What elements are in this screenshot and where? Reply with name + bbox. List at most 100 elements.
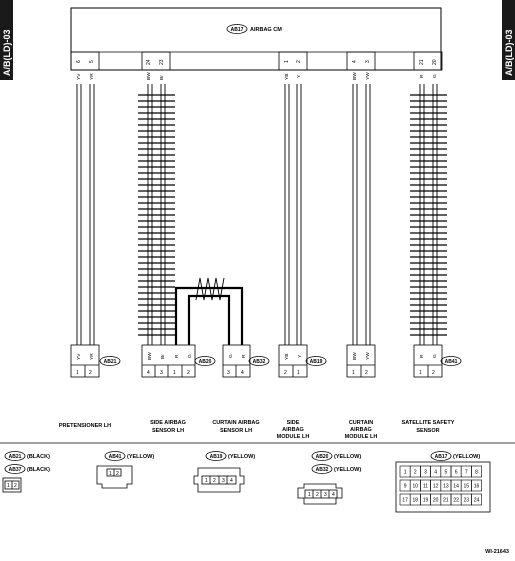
cm-pin-wire: G: [432, 74, 438, 78]
cm-name: AIRBAG CM: [250, 27, 282, 33]
conn-ref: AB17: [435, 454, 448, 460]
cm-pin-wire: BW: [352, 72, 358, 80]
cm-pin-num: 1: [284, 60, 290, 63]
connector-legend: [2, 451, 491, 513]
conn-pin: 3: [222, 478, 225, 484]
side-module-name-3: MODULE LH: [277, 434, 310, 440]
satellite-name-1: SATELLITE SAFETY: [402, 420, 455, 426]
side-sensor-name-2: SENSOR LH: [152, 428, 184, 434]
comp-wire: Y: [297, 354, 303, 358]
comp-ref: AB21: [104, 359, 117, 365]
side-module-name-1: SIDE: [287, 420, 300, 426]
comp-ref: AB19: [310, 359, 323, 365]
cm-pin-num: 4: [352, 60, 358, 63]
cm-pin-wire: R: [419, 74, 425, 78]
curtain-sensor-name-2: SENSOR LH: [220, 428, 252, 434]
pretensioner-name: PRETENSIONER LH: [59, 423, 111, 429]
airbag-cm-unit: AB17 AIRBAG CM: [70, 7, 442, 71]
ab17-pin-num: 3: [424, 470, 427, 476]
ab17-pin-cell: [471, 465, 482, 478]
cm-pin-num: 5: [89, 60, 95, 63]
ab17-pin-num: 16: [474, 484, 480, 490]
conn-pin: 3: [324, 492, 327, 498]
cm-pin-labels: 6 YV 5 YR 24 BW 23 Br 1 YB 2 Y 4 BW 3 YW…: [76, 59, 438, 80]
conn-ref: AB37: [9, 467, 22, 473]
ab17-pin-cell: [471, 493, 482, 506]
comp-wire: YR: [89, 353, 95, 360]
ab17-pin-num: 10: [413, 484, 419, 490]
component-connectors: [70, 344, 462, 378]
figure-id: WI-21643: [485, 549, 509, 555]
comp-wire: BW: [352, 352, 358, 360]
ab17-pin-num: 11: [423, 484, 428, 490]
ab17-pin-num: 20: [433, 498, 439, 504]
comp-wire: R: [241, 354, 247, 358]
ab17-pin-num: 13: [443, 484, 449, 490]
conn-pin: 1: [308, 492, 311, 498]
comp-pin: 2: [284, 370, 287, 376]
comp-pin: 2: [187, 370, 190, 376]
comp-ref: AB41: [445, 359, 458, 365]
twisted-pair-marks: [138, 94, 447, 336]
cm-pin-blocks: [70, 51, 443, 71]
curtain-module-name-2: AIRBAG: [350, 427, 372, 433]
ab17-pin-num: 12: [433, 484, 439, 490]
comp-pin: 1: [76, 370, 79, 376]
ab17-pin-num: 7: [465, 470, 468, 476]
comp-wire: YB: [284, 354, 290, 360]
cm-pin-wire: Y: [296, 74, 302, 78]
conn-pin: 2: [14, 483, 17, 489]
curtain-module-name-1: CURTAIN: [349, 420, 373, 426]
ab17-pin-cell: [471, 479, 482, 492]
comp-wire: YW: [365, 352, 371, 360]
satellite-name-2: SENSOR: [416, 428, 439, 434]
conn-ref: AB20: [316, 454, 329, 460]
conn-color: (BLACK): [27, 467, 50, 473]
component-pin-labels: YV YR 1 2 AB21 BW Br R G 4 3 1 2 AB20 G …: [76, 352, 458, 376]
sensor-link-wires: [174, 286, 244, 345]
ab17-pin-num: 2: [414, 470, 417, 476]
cm-pin-wire: Br: [159, 75, 165, 80]
side-module-name-2: AIRBAG: [282, 427, 304, 433]
conn-pin: 1: [7, 483, 10, 489]
cm-pin-num: 21: [419, 59, 425, 65]
comp-pin: 1: [173, 370, 176, 376]
component-names: PRETENSIONER LH SIDE AIRBAG SENSOR LH CU…: [59, 420, 455, 440]
comp-wire: Br: [160, 354, 166, 359]
curtain-module-name-3: MODULE LH: [345, 434, 378, 440]
conn-pin: 4: [230, 478, 233, 484]
conn-pin: 1: [205, 478, 208, 484]
cm-pin-num: 20: [432, 59, 438, 65]
ab17-pin-num: 18: [413, 498, 419, 504]
ab17-pin-num: 1: [404, 470, 407, 476]
conn-ref: AB21: [9, 454, 22, 460]
comp-wire: G: [432, 354, 438, 358]
cm-pin-wire: YW: [365, 72, 371, 80]
ab17-pin-num: 24: [474, 498, 480, 504]
conn-color: (BLACK): [27, 454, 50, 460]
comp-pin: 2: [365, 370, 368, 376]
ab17-pin-num: 19: [423, 498, 429, 504]
comp-pin: 4: [147, 370, 150, 376]
curtain-sensor-name-1: CURTAIN AIRBAG: [212, 420, 259, 426]
cm-pin-num: 3: [365, 60, 371, 63]
side-sensor-name-1: SIDE AIRBAG: [150, 420, 186, 426]
cm-pin-num: 2: [296, 60, 302, 63]
comp-wire: G: [187, 354, 193, 358]
ab17-pin-num: 5: [445, 470, 448, 476]
comp-pin: 2: [432, 370, 435, 376]
comp-pin: 3: [227, 370, 230, 376]
conn-color: (YELLOW): [334, 467, 361, 473]
comp-wire: YV: [76, 353, 82, 360]
wires: [76, 84, 438, 345]
ab17-pin-num: 4: [434, 470, 437, 476]
comp-pin: 1: [419, 370, 422, 376]
comp-pin: 1: [352, 370, 355, 376]
side-label-left: A/B(LD)-03: [2, 30, 12, 77]
conn-pin: 2: [116, 471, 119, 477]
comp-pin: 3: [160, 370, 163, 376]
conn-pin: 4: [332, 492, 335, 498]
ab17-pin-num: 15: [464, 484, 470, 490]
side-tab-right: A/B(LD)-03: [502, 0, 515, 80]
ab17-pin-num: 6: [455, 470, 458, 476]
